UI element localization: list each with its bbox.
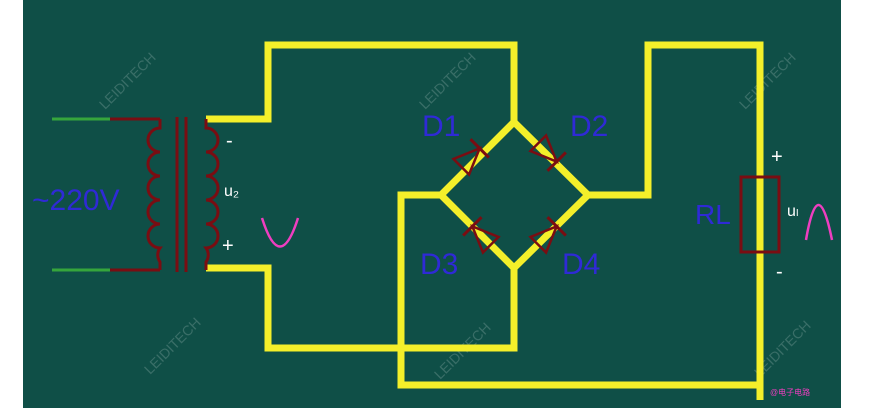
secondary-plus-sign: + — [222, 235, 234, 257]
secondary-coil — [203, 119, 220, 270]
transformer-icon — [52, 117, 220, 272]
source-voltage-label: ~220V — [32, 184, 120, 217]
diode-icon — [462, 216, 501, 255]
diode-d4-bar — [546, 216, 567, 237]
u2-label: u₂ — [224, 183, 239, 200]
diode-d1-body — [451, 146, 482, 177]
diode-d3-bar — [462, 216, 483, 237]
d4-label: D4 — [562, 248, 600, 281]
d1-label: D1 — [422, 110, 460, 143]
output-waveform-icon — [804, 204, 834, 241]
secondary-minus-sign: - — [226, 130, 233, 152]
load-minus-sign: - — [776, 261, 783, 283]
ul-label: uₗ — [787, 203, 799, 220]
trace-bottom-loop — [206, 264, 518, 352]
diode-icon — [528, 216, 567, 255]
secondary-waveform-icon — [260, 217, 300, 248]
trace-negative-output — [397, 191, 760, 389]
diode-d1-bar — [469, 138, 490, 159]
trace-top-loop — [206, 41, 518, 123]
resistor-icon — [739, 175, 781, 254]
load-plus-sign: + — [771, 146, 783, 168]
diode-icon — [451, 138, 490, 177]
diode-d4-body — [528, 224, 559, 255]
diode-d2-body — [528, 133, 559, 164]
d2-label: D2 — [570, 110, 608, 143]
primary-coil — [146, 119, 163, 270]
load-label: RL — [695, 199, 731, 230]
diode-d3-body — [470, 224, 501, 255]
d3-label: D3 — [420, 248, 458, 281]
trace-positive-output — [588, 41, 764, 400]
diode-icon — [528, 133, 567, 172]
board-background — [23, 0, 841, 408]
corner-watermark: @电子电路 — [770, 387, 810, 397]
diode-d2-bar — [546, 151, 567, 172]
